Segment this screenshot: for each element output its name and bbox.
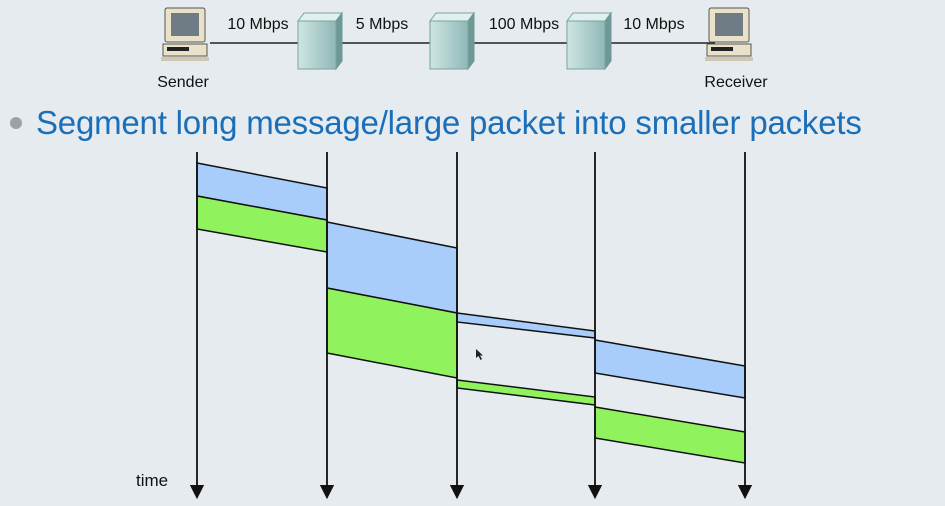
network-topology: 10 Mbps 5 Mbps 100 Mbps 10 Mbps Sender R… (157, 7, 768, 91)
packet-1-hop-4 (594, 339, 746, 399)
sender-computer-icon (161, 7, 209, 61)
receiver-label: Receiver (704, 74, 768, 91)
packet-2-hop-4 (594, 406, 746, 464)
receiver-computer-icon (705, 7, 753, 61)
packet-2-hop-3 (456, 379, 596, 406)
link-label: 10 Mbps (623, 16, 684, 33)
router-icon (429, 11, 475, 71)
mouse-cursor-icon (476, 349, 483, 360)
time-axes: time (136, 152, 753, 500)
link-label: 5 Mbps (356, 16, 408, 33)
headline-bullet: Segment long message/large packet into s… (10, 104, 862, 142)
sender-label: Sender (157, 74, 209, 91)
bullet-dot-icon (10, 117, 22, 129)
time-axis-label: time (136, 471, 168, 490)
link-label: 100 Mbps (489, 16, 559, 33)
link-label: 10 Mbps (227, 16, 288, 33)
headline-text: Segment long message/large packet into s… (36, 104, 862, 141)
router-icon (297, 11, 343, 71)
router-icon (566, 11, 612, 71)
packet-1-hop-3 (456, 312, 596, 339)
packet-transmissions (196, 162, 746, 464)
